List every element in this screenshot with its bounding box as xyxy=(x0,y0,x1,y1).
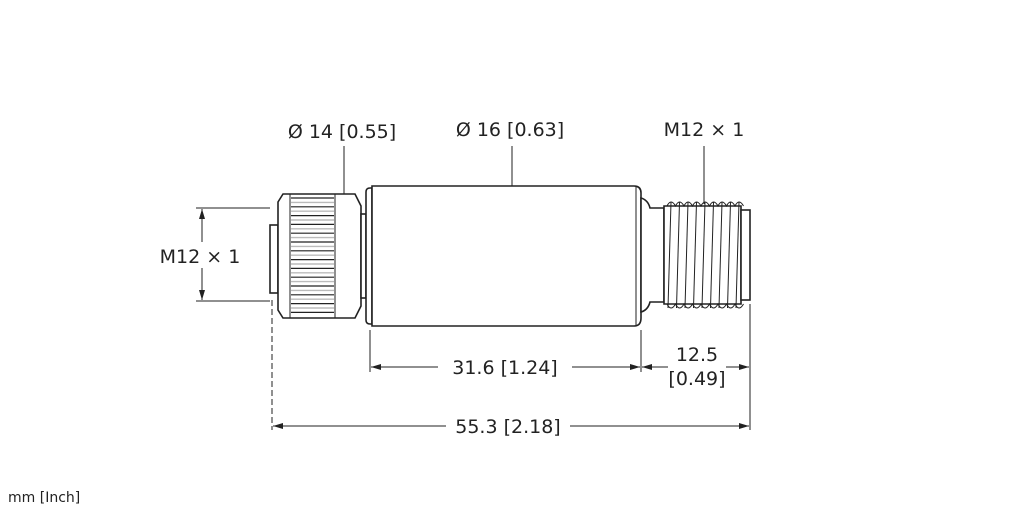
thread-length-in-label: [0.49] xyxy=(668,368,725,390)
thread-flank xyxy=(676,201,680,309)
total-length-label: 55.3 [2.18] xyxy=(455,416,560,438)
body-flange xyxy=(365,187,373,325)
knurl-pattern xyxy=(291,197,334,313)
thread-neck xyxy=(640,196,665,314)
connector-tab xyxy=(269,224,279,294)
thread-flank xyxy=(667,201,672,309)
units-label: mm [Inch] xyxy=(8,490,80,506)
thread-flank xyxy=(701,201,706,309)
sensor-body xyxy=(371,185,642,327)
thread-flank xyxy=(684,201,689,309)
body-diameter-label: Ø 16 [0.63] xyxy=(456,119,564,141)
knurled-nut xyxy=(277,193,362,319)
thread-flank xyxy=(710,201,714,309)
thread-core xyxy=(663,205,742,305)
nut-diameter-label: Ø 14 [0.55] xyxy=(288,121,396,143)
male-thread xyxy=(663,201,744,309)
thread-flank xyxy=(727,201,731,309)
thread-flank xyxy=(693,201,697,309)
thread-crest xyxy=(664,302,744,309)
thread-end xyxy=(740,209,751,301)
body-length-label: 31.6 [1.24] xyxy=(452,357,557,379)
thread-flank xyxy=(718,201,723,309)
thread-length-mm-label: 12.5 xyxy=(676,344,718,366)
thread-right-label: M12 × 1 xyxy=(664,119,745,141)
thread-flank xyxy=(735,201,740,309)
thread-left-label: M12 × 1 xyxy=(160,246,241,268)
